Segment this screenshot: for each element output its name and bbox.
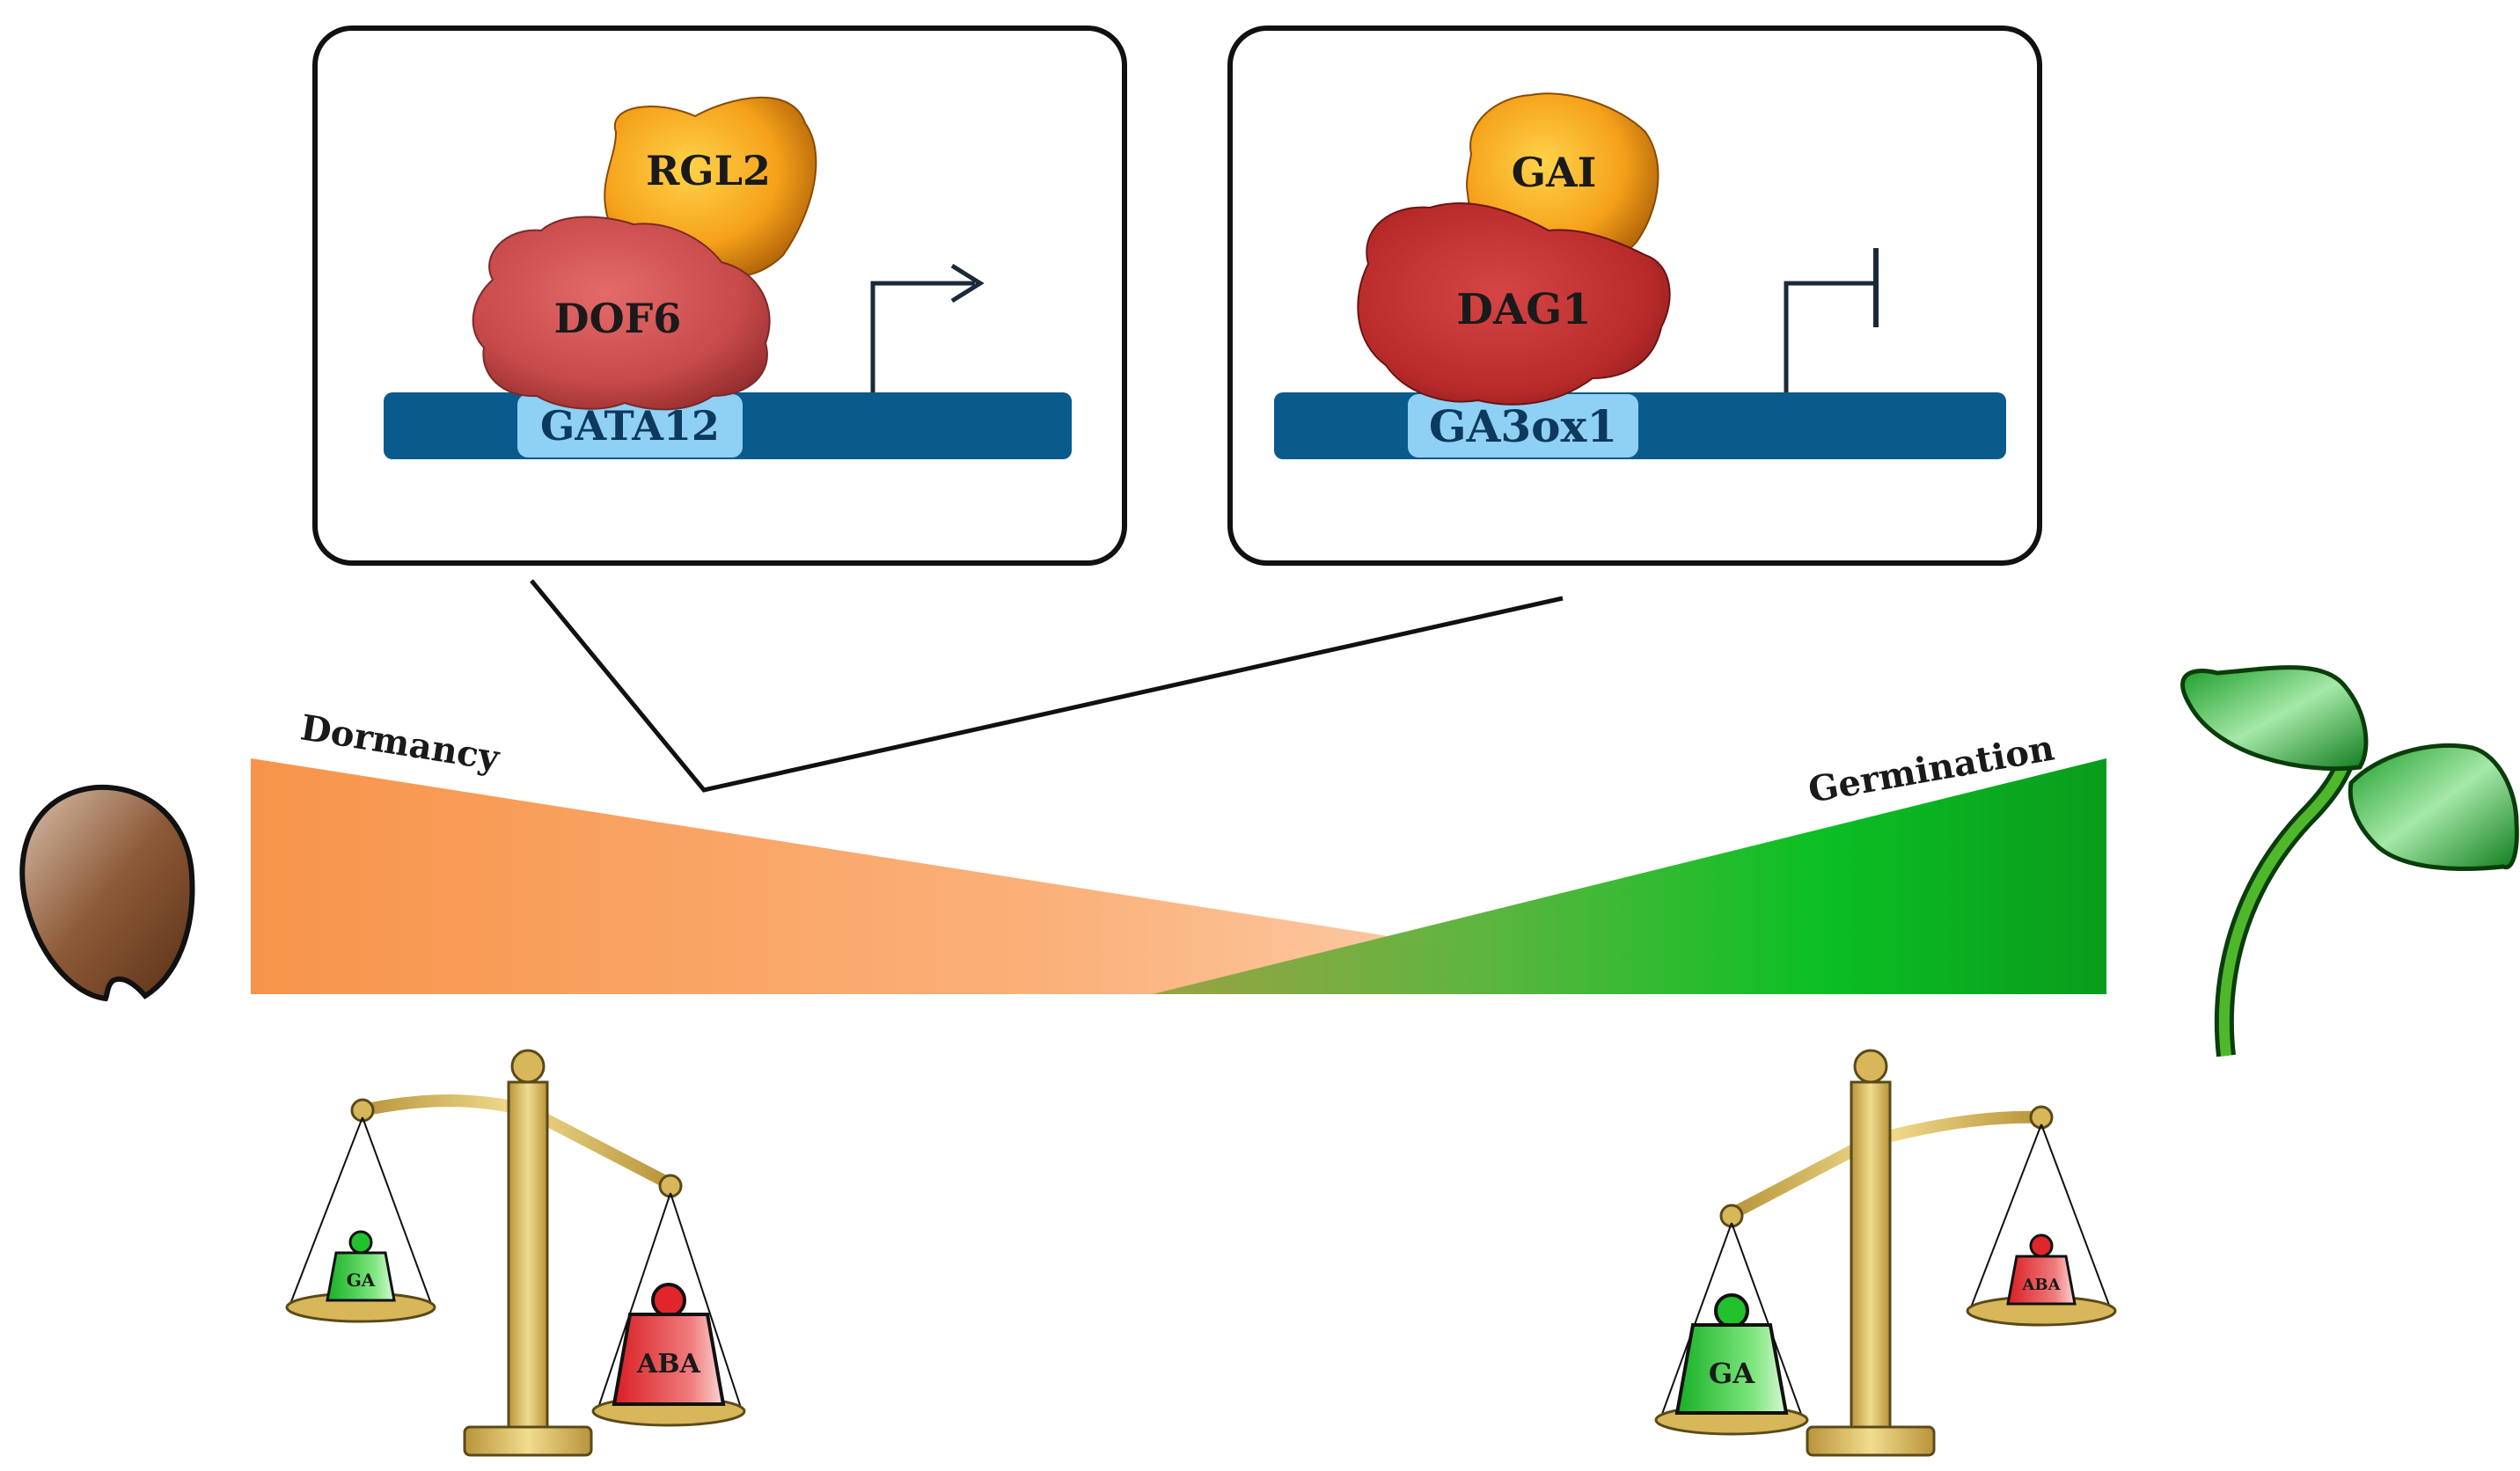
gene-box-left (517, 394, 743, 457)
germination-wedge (1153, 758, 2106, 994)
gai-label: GAI (1512, 149, 1597, 196)
weight-ga-small (326, 1251, 396, 1302)
balance-right-knob-left (1719, 1204, 1744, 1228)
weight-aba-small-label: ABA (2021, 1276, 2061, 1294)
balance-right-knob-right (2029, 1105, 2054, 1130)
seed-icon (19, 784, 195, 1002)
balance-left-knob-right (658, 1174, 683, 1198)
repression-arrow (1784, 281, 1876, 392)
weight-ga-large-ring (1714, 1293, 1749, 1328)
dof6-label: DOF6 (554, 295, 682, 342)
balance-right-top (1853, 1049, 1888, 1084)
activation-arrowhead (950, 263, 985, 304)
dag1-label: DAG1 (1456, 285, 1591, 334)
rgl2-label: RGL2 (646, 147, 771, 194)
weight-ga-small-label: GA (347, 1270, 376, 1291)
weight-aba-small-ring (2029, 1233, 2054, 1258)
dormancy-label: Dormancy (297, 706, 503, 779)
seedling-stem-inner (2218, 754, 2353, 1057)
weight-ga-large-label: GA (1709, 1357, 1755, 1390)
dormancy-wedge (251, 758, 1760, 994)
balance-left-post (507, 1080, 549, 1436)
weight-ga-large (1674, 1323, 1789, 1415)
seedling-leaf-right (2348, 743, 2519, 871)
gene-label-left: GATA12 (540, 402, 720, 450)
panel-left: GATA12 RGL2 DOF6 (312, 26, 1127, 566)
balance-left-top (510, 1049, 546, 1084)
balance-left-strings-right (597, 1192, 742, 1409)
dag1-protein (1357, 202, 1671, 406)
dof6-protein (472, 216, 771, 411)
gene-label-right: GA3ox1 (1429, 400, 1617, 452)
balance-left: GA ABA (285, 1049, 746, 1457)
weight-ga-small-ring (348, 1230, 373, 1255)
weight-aba-large (612, 1313, 726, 1406)
balance-left-knob-left (350, 1098, 375, 1123)
balance-right-strings-right (1970, 1123, 2111, 1308)
activation-arrow (870, 281, 975, 392)
balance-left-strings-left (289, 1116, 432, 1305)
balance-right: GA ABA (1654, 1049, 2117, 1457)
dna-strand-right (1274, 392, 2006, 459)
balance-right-base (1806, 1425, 1936, 1457)
panel-right: GA3ox1 GAI DAG1 (1227, 26, 2042, 566)
seedling-leaf-left (2180, 665, 2369, 772)
weight-aba-large-label: ABA (636, 1349, 701, 1380)
balance-right-post (1850, 1080, 1892, 1436)
gradient-bar: Dormancy Germination (251, 706, 2106, 994)
balance-left-base (463, 1425, 593, 1457)
weight-aba-large-ring (651, 1283, 686, 1318)
connector-lines (530, 579, 1564, 793)
seedling-icon (2180, 665, 2519, 1058)
gene-box-right (1408, 394, 1638, 457)
balance-right-strings-left (1660, 1222, 1803, 1417)
weight-aba-small (2006, 1255, 2077, 1306)
